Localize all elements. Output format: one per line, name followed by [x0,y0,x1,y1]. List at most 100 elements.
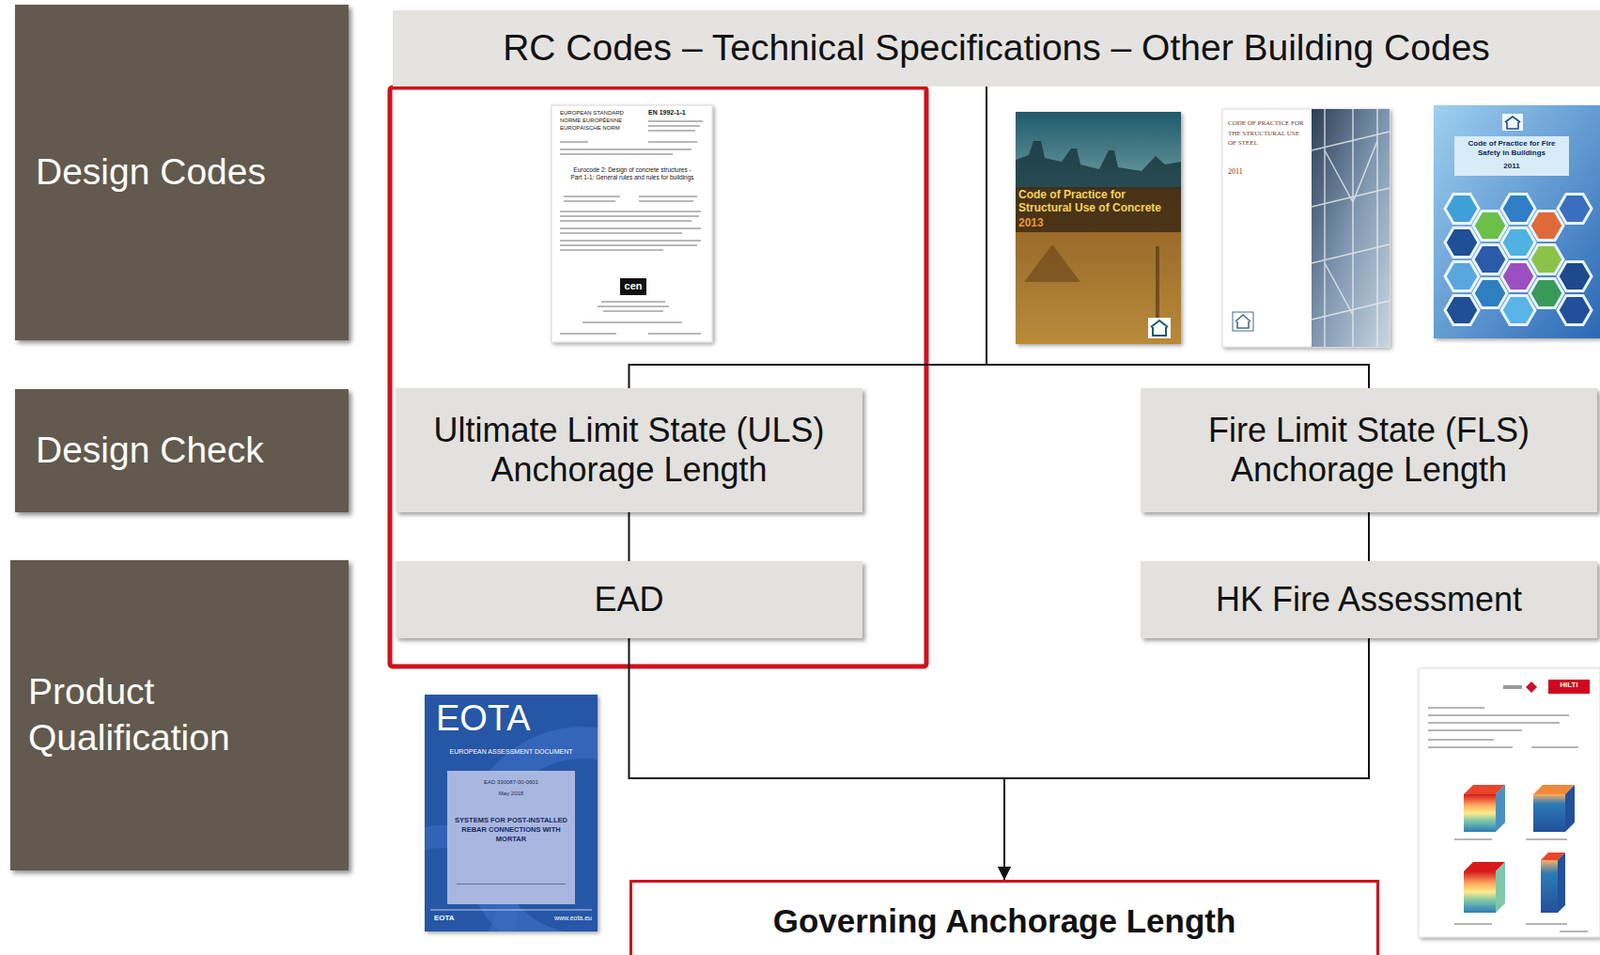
fire-assessment-report-part [1525,681,1538,693]
connector [629,86,988,389]
hexagon-pattern-part [1529,278,1564,308]
text-lines-part [582,321,683,324]
hexagon-pattern-part [1444,295,1479,325]
concrete-code-cover-part [1015,111,1181,344]
text-lines-part [559,140,589,143]
text-lines-part [559,232,683,234]
qualification-box: HK Fire Assessment [1140,560,1598,638]
concrete-code-cover [1015,111,1181,344]
cover-year: 2013 [1018,216,1075,230]
fire-code-cover [1433,105,1600,339]
thermal-block-part [1495,861,1506,913]
qualification-box: EAD [395,560,863,638]
hexagon-pattern-part [1473,278,1507,308]
concrete-code-cover-part [1015,140,1181,189]
hexagon-pattern-part [1529,210,1564,240]
cover-title: SYSTEMS FOR POST-INSTALLED REBAR CONNECT… [452,815,570,843]
fire-assessment-report-part-part [1428,714,1569,716]
fire-assessment-report [1418,667,1600,937]
en-standard-cover-part [620,278,647,296]
hexagon-pattern-part [1501,261,1536,291]
fire-code-cover-part [1433,105,1600,339]
steel-code-cover-part [1222,108,1390,347]
connector [1004,637,1369,880]
thermal-block-part [1463,870,1496,913]
text-lines-part [648,332,701,335]
highlight-outline [389,87,927,667]
concrete-code-cover-part [1148,317,1171,339]
ead-cover-part [430,909,592,911]
node-label: RC Codes – Technical Specifications – Ot… [502,26,1491,71]
row-header: Design Codes [15,4,349,341]
steel-code-cover [1222,108,1390,347]
cover-subtitle: EUROPEAN ASSESSMENT DOCUMENT [428,747,594,756]
document-number: EAD 330087-00-0601 [450,778,572,786]
ead-cover-part [456,883,566,885]
text-lines-part [648,120,703,123]
fire-assessment-report-part-part [1428,729,1523,731]
text-lines-part [559,215,700,218]
text-lines-part [559,148,692,151]
fire-code-cover-part [1502,113,1523,131]
connector [986,86,1369,389]
fire-assessment-report-part-part [1559,930,1588,933]
cover-text: EUROPEAN STANDARD [559,109,636,117]
text-lines-part [559,244,698,247]
concrete-code-cover-part [1015,186,1181,233]
hexagon-pattern [1444,193,1592,325]
thermal-block [1463,861,1506,913]
steel-code-cover-part [1232,311,1254,331]
row-header: Product Qualification [10,559,349,870]
cover-year: 2011 [1459,161,1565,171]
thermal-block [1540,852,1566,913]
fire-assessment-report-part [1548,679,1590,694]
hexagon-pattern-part [1473,210,1507,240]
text-lines-part [559,227,701,230]
thermal-block [1463,784,1506,832]
concrete-code-cover-part [1015,111,1181,189]
cover-year: 2011 [1227,167,1266,177]
fire-assessment-report-part-part [1454,838,1492,840]
fire-assessment-report-part-part [1531,745,1579,748]
fire-assessment-report-part-part [1525,838,1568,840]
cover-title: Eurocode 2: Design of concrete structure… [567,166,698,182]
steel-code-cover-part-part [1376,108,1379,347]
concrete-code-cover-part [1155,246,1160,322]
node-label: EAD [593,579,664,620]
hexagon-pattern-part [1444,261,1479,291]
logo-text: EOTA [434,913,482,923]
text-lines-part [563,200,616,202]
thermal-block [1533,784,1575,832]
text-lines-part [559,248,664,251]
thermal-block-part [1557,852,1566,913]
logo-text: EOTA [435,699,559,739]
text-lines-part [601,300,666,303]
fire-assessment-report-part-part [1428,721,1560,724]
fire-assessment-report-part [1418,667,1600,937]
fire-assessment-report-part-part [1454,922,1492,925]
text-lines-part [559,239,701,242]
ead-cover-part [424,742,598,932]
logo-text: cen [620,279,647,293]
text-lines-part [648,124,700,127]
steel-code-cover-part-part [1324,263,1353,315]
text-lines-part [597,305,669,308]
hexagon-pattern-part [1557,295,1592,325]
text-lines-part [559,332,617,335]
hexagon-pattern-part [1501,227,1536,257]
steel-code-cover-part [1235,314,1251,328]
result-box: Governing Anchorage Length [629,879,1380,955]
fire-assessment-report-part [1428,706,1588,933]
fire-assessment-report-part-part [1525,922,1568,925]
document-date: May 2018 [450,790,572,797]
hexagon-pattern-part [1473,244,1507,274]
node-label: Ultimate Limit State (ULS) Anchorage Len… [412,410,846,490]
thermal-block-part [1533,793,1566,832]
text-lines [559,120,703,335]
hexagon-pattern-part [1557,193,1592,223]
en-standard-cover [551,105,713,342]
text-lines-part [559,219,692,222]
en-standard-cover-part [551,105,713,342]
cover-title: Code of Practice for Fire Safety in Buil… [1459,139,1565,157]
node-label: Fire Limit State (FLS) Anchorage Length [1157,410,1581,490]
